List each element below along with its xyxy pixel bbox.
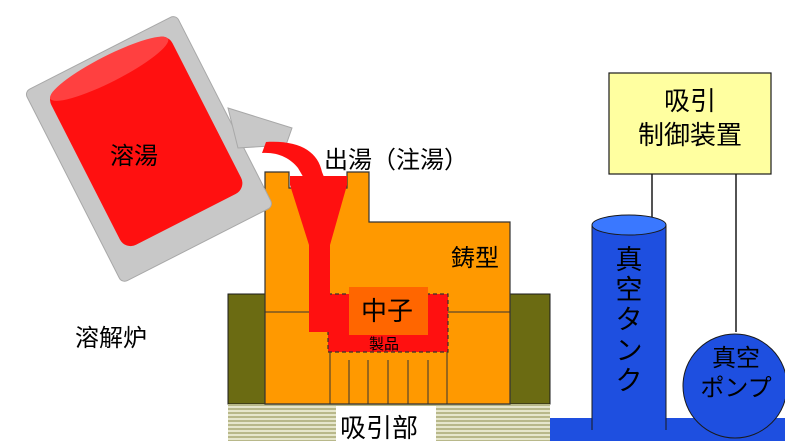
- suction-part-label: 吸引部: [340, 414, 419, 444]
- core-block: [349, 287, 428, 335]
- vacuum-tank-char: タ: [615, 305, 643, 337]
- vacuum-tank-char: 真: [615, 245, 643, 276]
- vacuum-pump-label: 真空 ポンプ: [686, 343, 785, 403]
- melting-furnace-label: 溶解炉: [75, 324, 147, 352]
- suction-control-line1: 吸引: [663, 87, 716, 117]
- pouring-stream: [262, 141, 330, 192]
- vacuum-tank-body: [592, 224, 666, 430]
- vacuum-tank-top: [591, 214, 667, 236]
- sprue: [290, 176, 347, 332]
- melting-furnace-body: [25, 16, 272, 282]
- vacuum-tank-label: 真 空 タ ン ク: [598, 245, 660, 397]
- molten-metal-label: 溶湯: [110, 142, 158, 170]
- product-label: 製品: [369, 335, 400, 353]
- mold-label: 鋳型: [451, 244, 499, 272]
- suction-control-label: 吸引 制御装置: [609, 86, 771, 154]
- suction-control-box: [608, 72, 772, 175]
- vacuum-tank-char: ク: [615, 365, 643, 397]
- suction-part-label-bg: [336, 406, 436, 441]
- suction-channels: [329, 352, 448, 404]
- suction-control-line2: 制御装置: [637, 120, 742, 151]
- vacuum-pump-line2: ポンプ: [700, 374, 772, 402]
- vacuum-tank-char: ン: [615, 335, 643, 367]
- pouring-label: 出湯（注湯）: [324, 146, 468, 174]
- vacuum-pump-body: [682, 333, 785, 439]
- vacuum-tank-char: 空: [615, 275, 643, 307]
- furnace-spout: [227, 107, 293, 149]
- vacuum-pump-line1: 真空: [712, 344, 760, 372]
- core-label: 中子: [361, 297, 414, 327]
